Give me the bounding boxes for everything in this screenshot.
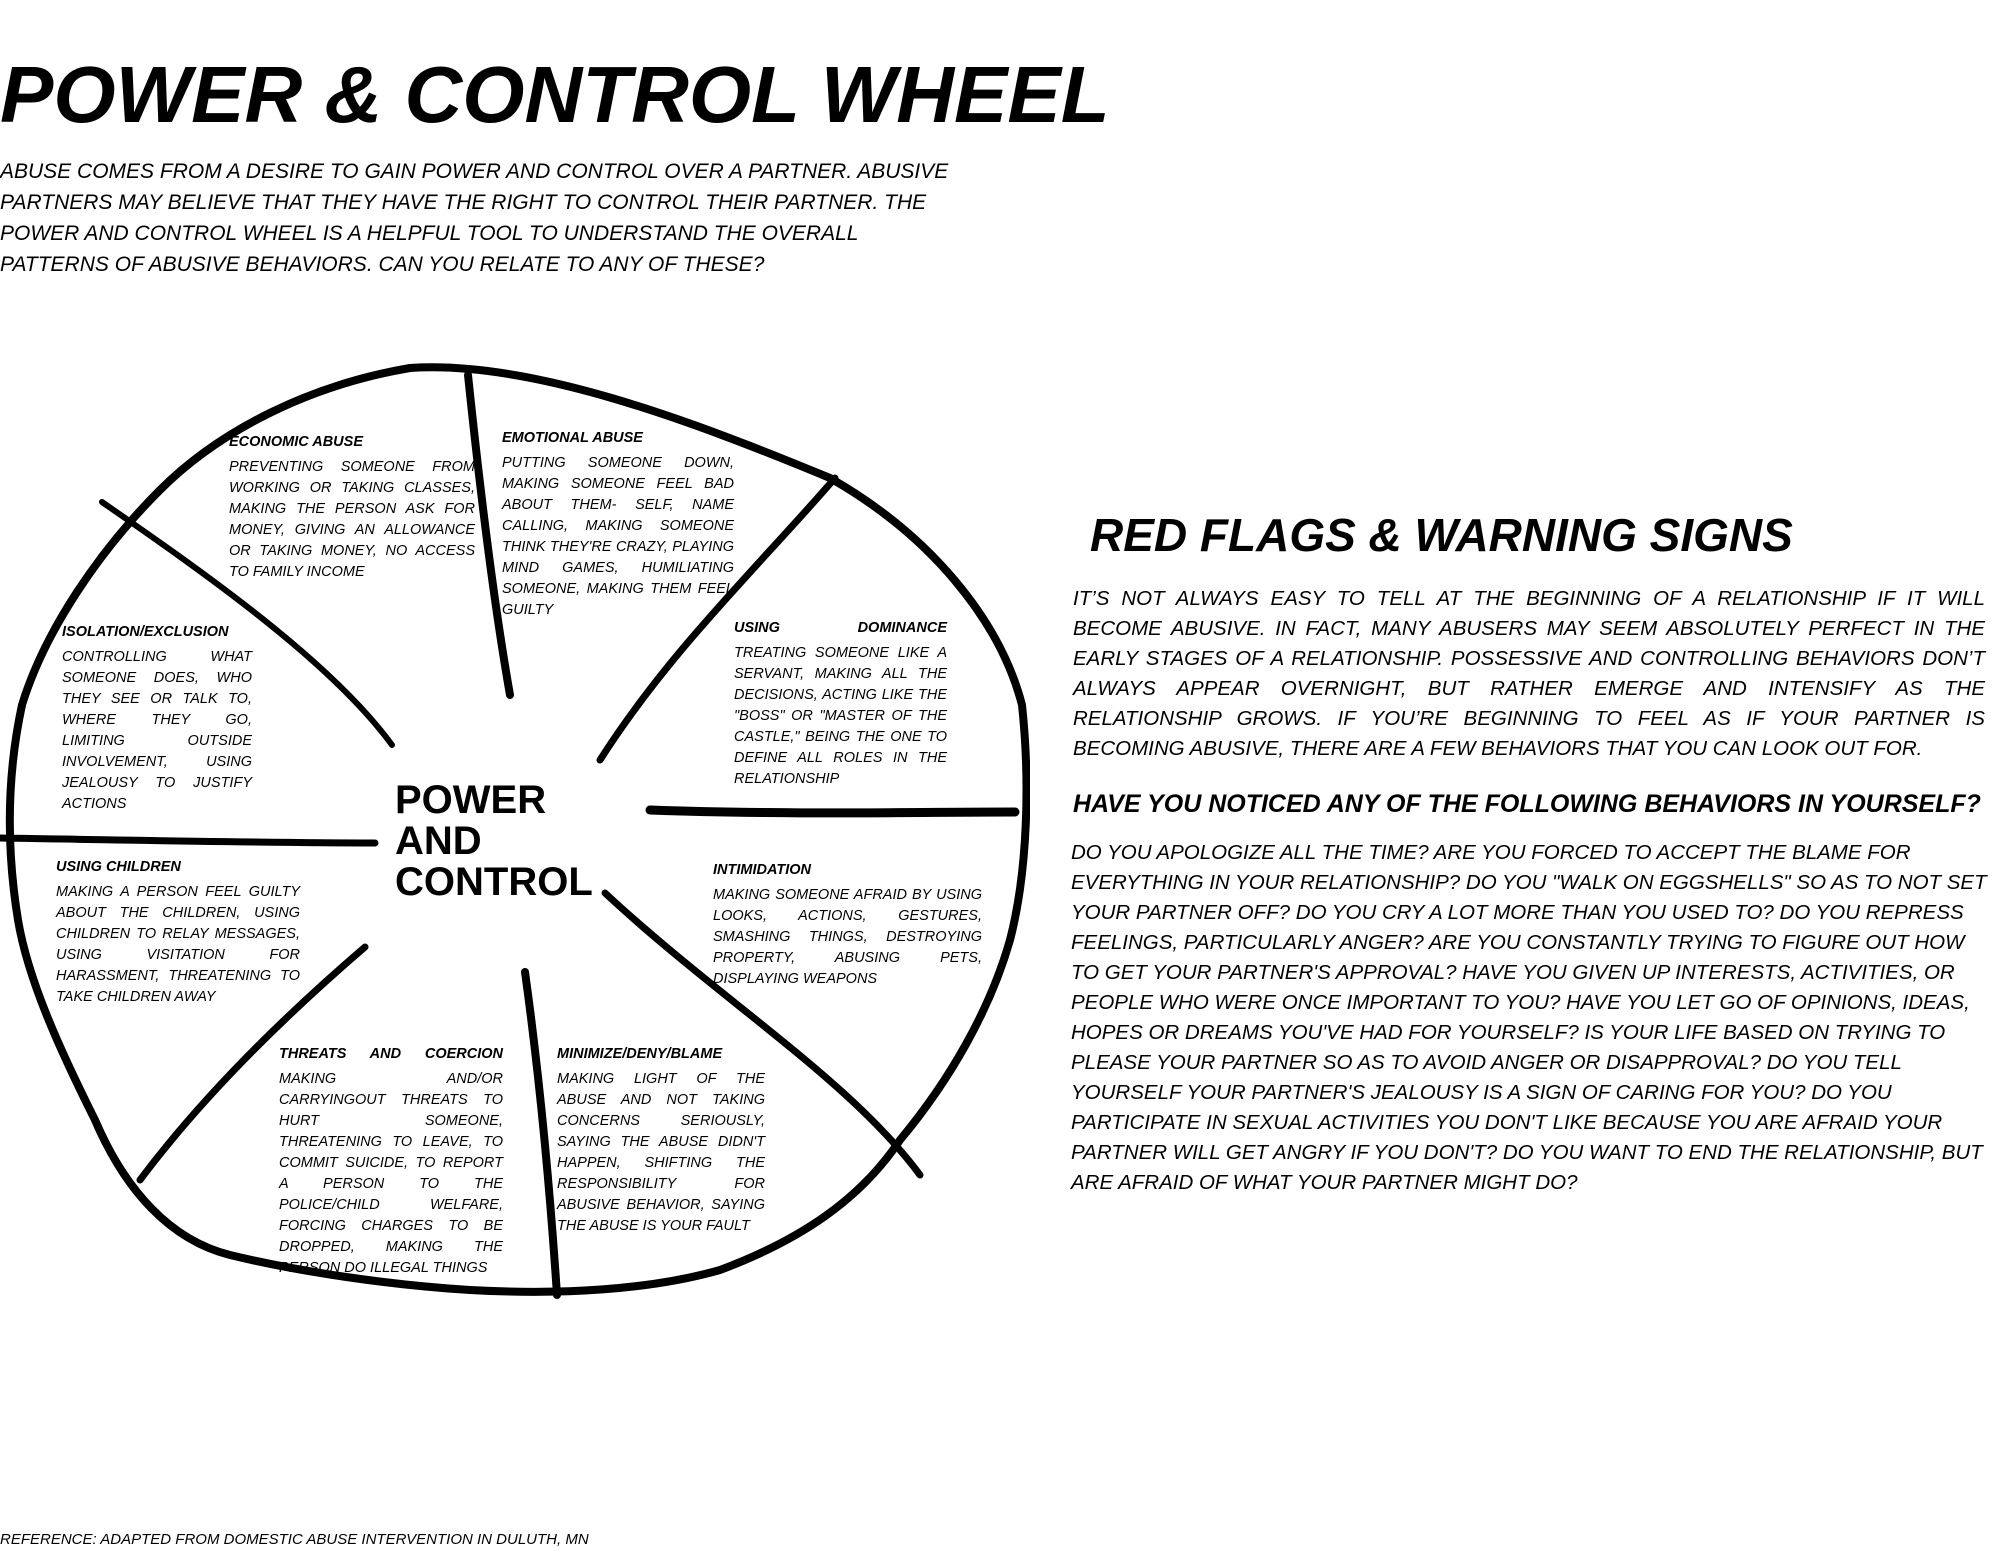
- segment-text: CONTROLLING WHAT SOMEONE DOES, WHO THEY …: [62, 649, 252, 812]
- segment-heading: ISOLATION/EXCLUSION: [62, 624, 229, 640]
- wheel-outline: [5, 363, 1030, 1296]
- spoke-lower-right: [601, 889, 924, 1179]
- reference-note: REFERENCE: ADAPTED FROM DOMESTIC ABUSE I…: [0, 1531, 589, 1548]
- segment-text: MAKING AND/OR CARRYINGOUT THREATS TO HUR…: [279, 1071, 503, 1276]
- page-title: POWER & CONTROL WHEEL: [0, 50, 1110, 139]
- spoke-bottom: [521, 968, 561, 1299]
- center-line-2: AND: [395, 819, 482, 863]
- center-line-3: CONTROL: [395, 860, 593, 904]
- segment-heading: ECONOMIC ABUSE: [229, 434, 363, 450]
- segment-heading: THREATS AND COERCION: [279, 1046, 503, 1062]
- segment-text: PUTTING SOMEONE DOWN, MAKING SOMEONE FEE…: [502, 455, 734, 618]
- wheel-center-label: POWER AND CONTROL: [395, 780, 625, 903]
- segment-intimidation: INTIMIDATION MAKING SOMEONE AFRAID BY US…: [713, 860, 982, 990]
- spoke-left: [0, 834, 379, 847]
- segment-text: TREATING SOMEONE LIKE A SERVANT, MAKING …: [734, 645, 947, 787]
- spoke-upper-right: [596, 474, 839, 764]
- segment-economic-abuse: ECONOMIC ABUSE PREVENTING SOMEONE FROM W…: [229, 432, 475, 583]
- segment-heading: USING CHILDREN: [56, 859, 181, 875]
- red-flags-title: RED FLAGS & WARNING SIGNS: [1090, 509, 1793, 561]
- segment-heading: EMOTIONAL ABUSE: [502, 430, 643, 446]
- segment-text: MAKING A PERSON FEEL GUILTY ABOUT THE CH…: [56, 884, 300, 1005]
- segment-text: MAKING SOMEONE AFRAID BY USING LOOKS, AC…: [713, 887, 982, 987]
- segment-text: PREVENTING SOMEONE FROM WORKING OR TAKIN…: [229, 459, 475, 580]
- segment-heading: USING DOMINANCE: [734, 620, 947, 636]
- center-line-1: POWER: [395, 778, 547, 822]
- red-flags-question: HAVE YOU NOTICED ANY OF THE FOLLOWING BE…: [1073, 790, 1981, 818]
- wheel-drawing: [0, 363, 1030, 1299]
- segment-emotional-abuse: EMOTIONAL ABUSE PUTTING SOMEONE DOWN, MA…: [502, 428, 734, 621]
- segment-minimize-deny-blame: MINIMIZE/DENY/BLAME MAKING LIGHT OF THE …: [557, 1044, 765, 1237]
- intro-paragraph: ABUSE COMES FROM A DESIRE TO GAIN POWER …: [0, 160, 949, 276]
- red-flags-intro: IT’S NOT ALWAYS EASY TO TELL AT THE BEGI…: [1073, 587, 1985, 760]
- spoke-top: [464, 371, 514, 699]
- segment-threats-coercion: THREATS AND COERCION MAKING AND/OR CARRY…: [279, 1044, 503, 1279]
- segment-isolation: ISOLATION/EXCLUSION CONTROLLING WHAT SOM…: [62, 622, 252, 815]
- red-flags-body: DO YOU APOLOGIZE ALL THE TIME? ARE YOU F…: [1071, 841, 1987, 1194]
- spoke-lower-left: [136, 943, 369, 1184]
- segment-heading: INTIMIDATION: [713, 862, 811, 878]
- spoke-upper-left: [99, 499, 395, 748]
- segment-using-children: USING CHILDREN MAKING A PERSON FEEL GUIL…: [56, 857, 300, 1008]
- segment-text: MAKING LIGHT OF THE ABUSE AND NOT TAKING…: [557, 1071, 765, 1234]
- power-control-wheel: ECONOMIC ABUSE PREVENTING SOMEONE FROM W…: [0, 360, 1030, 1320]
- segment-using-dominance: USING DOMINANCE TREATING SOMEONE LIKE A …: [734, 618, 947, 790]
- segment-heading: MINIMIZE/DENY/BLAME: [557, 1046, 723, 1062]
- spoke-right: [645, 805, 1020, 818]
